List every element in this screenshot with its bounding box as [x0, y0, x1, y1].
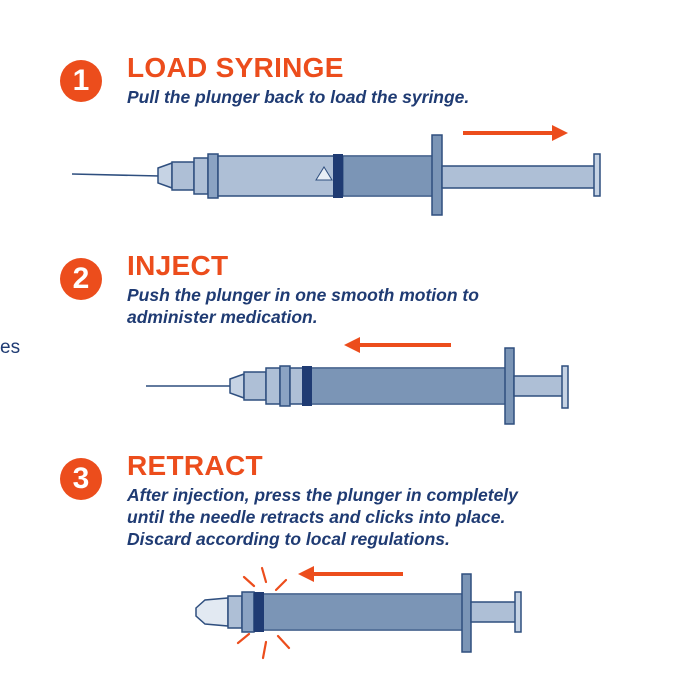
needle-hub: [157, 161, 173, 190]
thumb-press: [561, 365, 569, 409]
hub-collar: [243, 371, 267, 401]
finger-flange: [461, 573, 472, 653]
step-description-line: Pull the plunger back to load the syring…: [127, 87, 470, 107]
syringe-injecting-illustration: [146, 337, 569, 425]
step-description: Pull the plunger back to load the syring…: [127, 86, 469, 108]
plunger-rod: [470, 601, 518, 623]
thumb-press: [514, 591, 522, 633]
step-title: LOAD SYRINGE: [127, 52, 344, 83]
retracted-needle-cap: [195, 597, 229, 627]
step-description-line: until the needle retracts and clicks int…: [127, 507, 506, 527]
plunger-rod: [441, 165, 597, 189]
step-description-line: Push the plunger in one smooth motion to: [127, 285, 479, 305]
step-description-line: Discard according to local regulations.: [127, 529, 450, 549]
step-title: RETRACT: [127, 450, 263, 481]
step-description-line: After injection, press the plunger in co…: [127, 485, 518, 505]
plunger-rod: [513, 375, 565, 397]
plunger-in-barrel: [261, 593, 467, 631]
syringe-loaded-illustration: [71, 125, 601, 216]
barrel-neck: [207, 153, 219, 199]
step-number-badge: 1: [60, 60, 102, 102]
finger-flange: [504, 347, 515, 425]
plunger-stopper: [254, 592, 264, 632]
barrel-neck: [279, 365, 291, 407]
finger-flange: [431, 134, 443, 216]
hub-collar: [171, 161, 195, 191]
syringe-retracted-illustration: [195, 566, 522, 660]
step-number-badge: 2: [60, 258, 102, 300]
plunger-in-barrel: [309, 367, 509, 405]
thumb-press: [593, 153, 601, 197]
hub-collar: [227, 595, 243, 629]
step-description: After injection, press the plunger in co…: [127, 484, 518, 550]
hub-ring: [193, 157, 209, 195]
needle: [71, 173, 161, 177]
plunger-in-barrel: [342, 155, 437, 197]
cropped-edge-text: es: [0, 337, 21, 358]
needle-hub: [229, 372, 245, 400]
click-burst-icon: [236, 566, 291, 660]
step-number-badge: 3: [60, 458, 102, 500]
hub-ring: [265, 367, 281, 405]
step-description: Push the plunger in one smooth motion to…: [127, 284, 479, 328]
step-title: INJECT: [127, 250, 229, 281]
plunger-stopper: [302, 366, 312, 406]
step-description-line: administer medication.: [127, 307, 318, 327]
hub-ring: [241, 591, 255, 633]
plunger-stopper: [333, 154, 343, 198]
cone-marker: [315, 166, 333, 181]
